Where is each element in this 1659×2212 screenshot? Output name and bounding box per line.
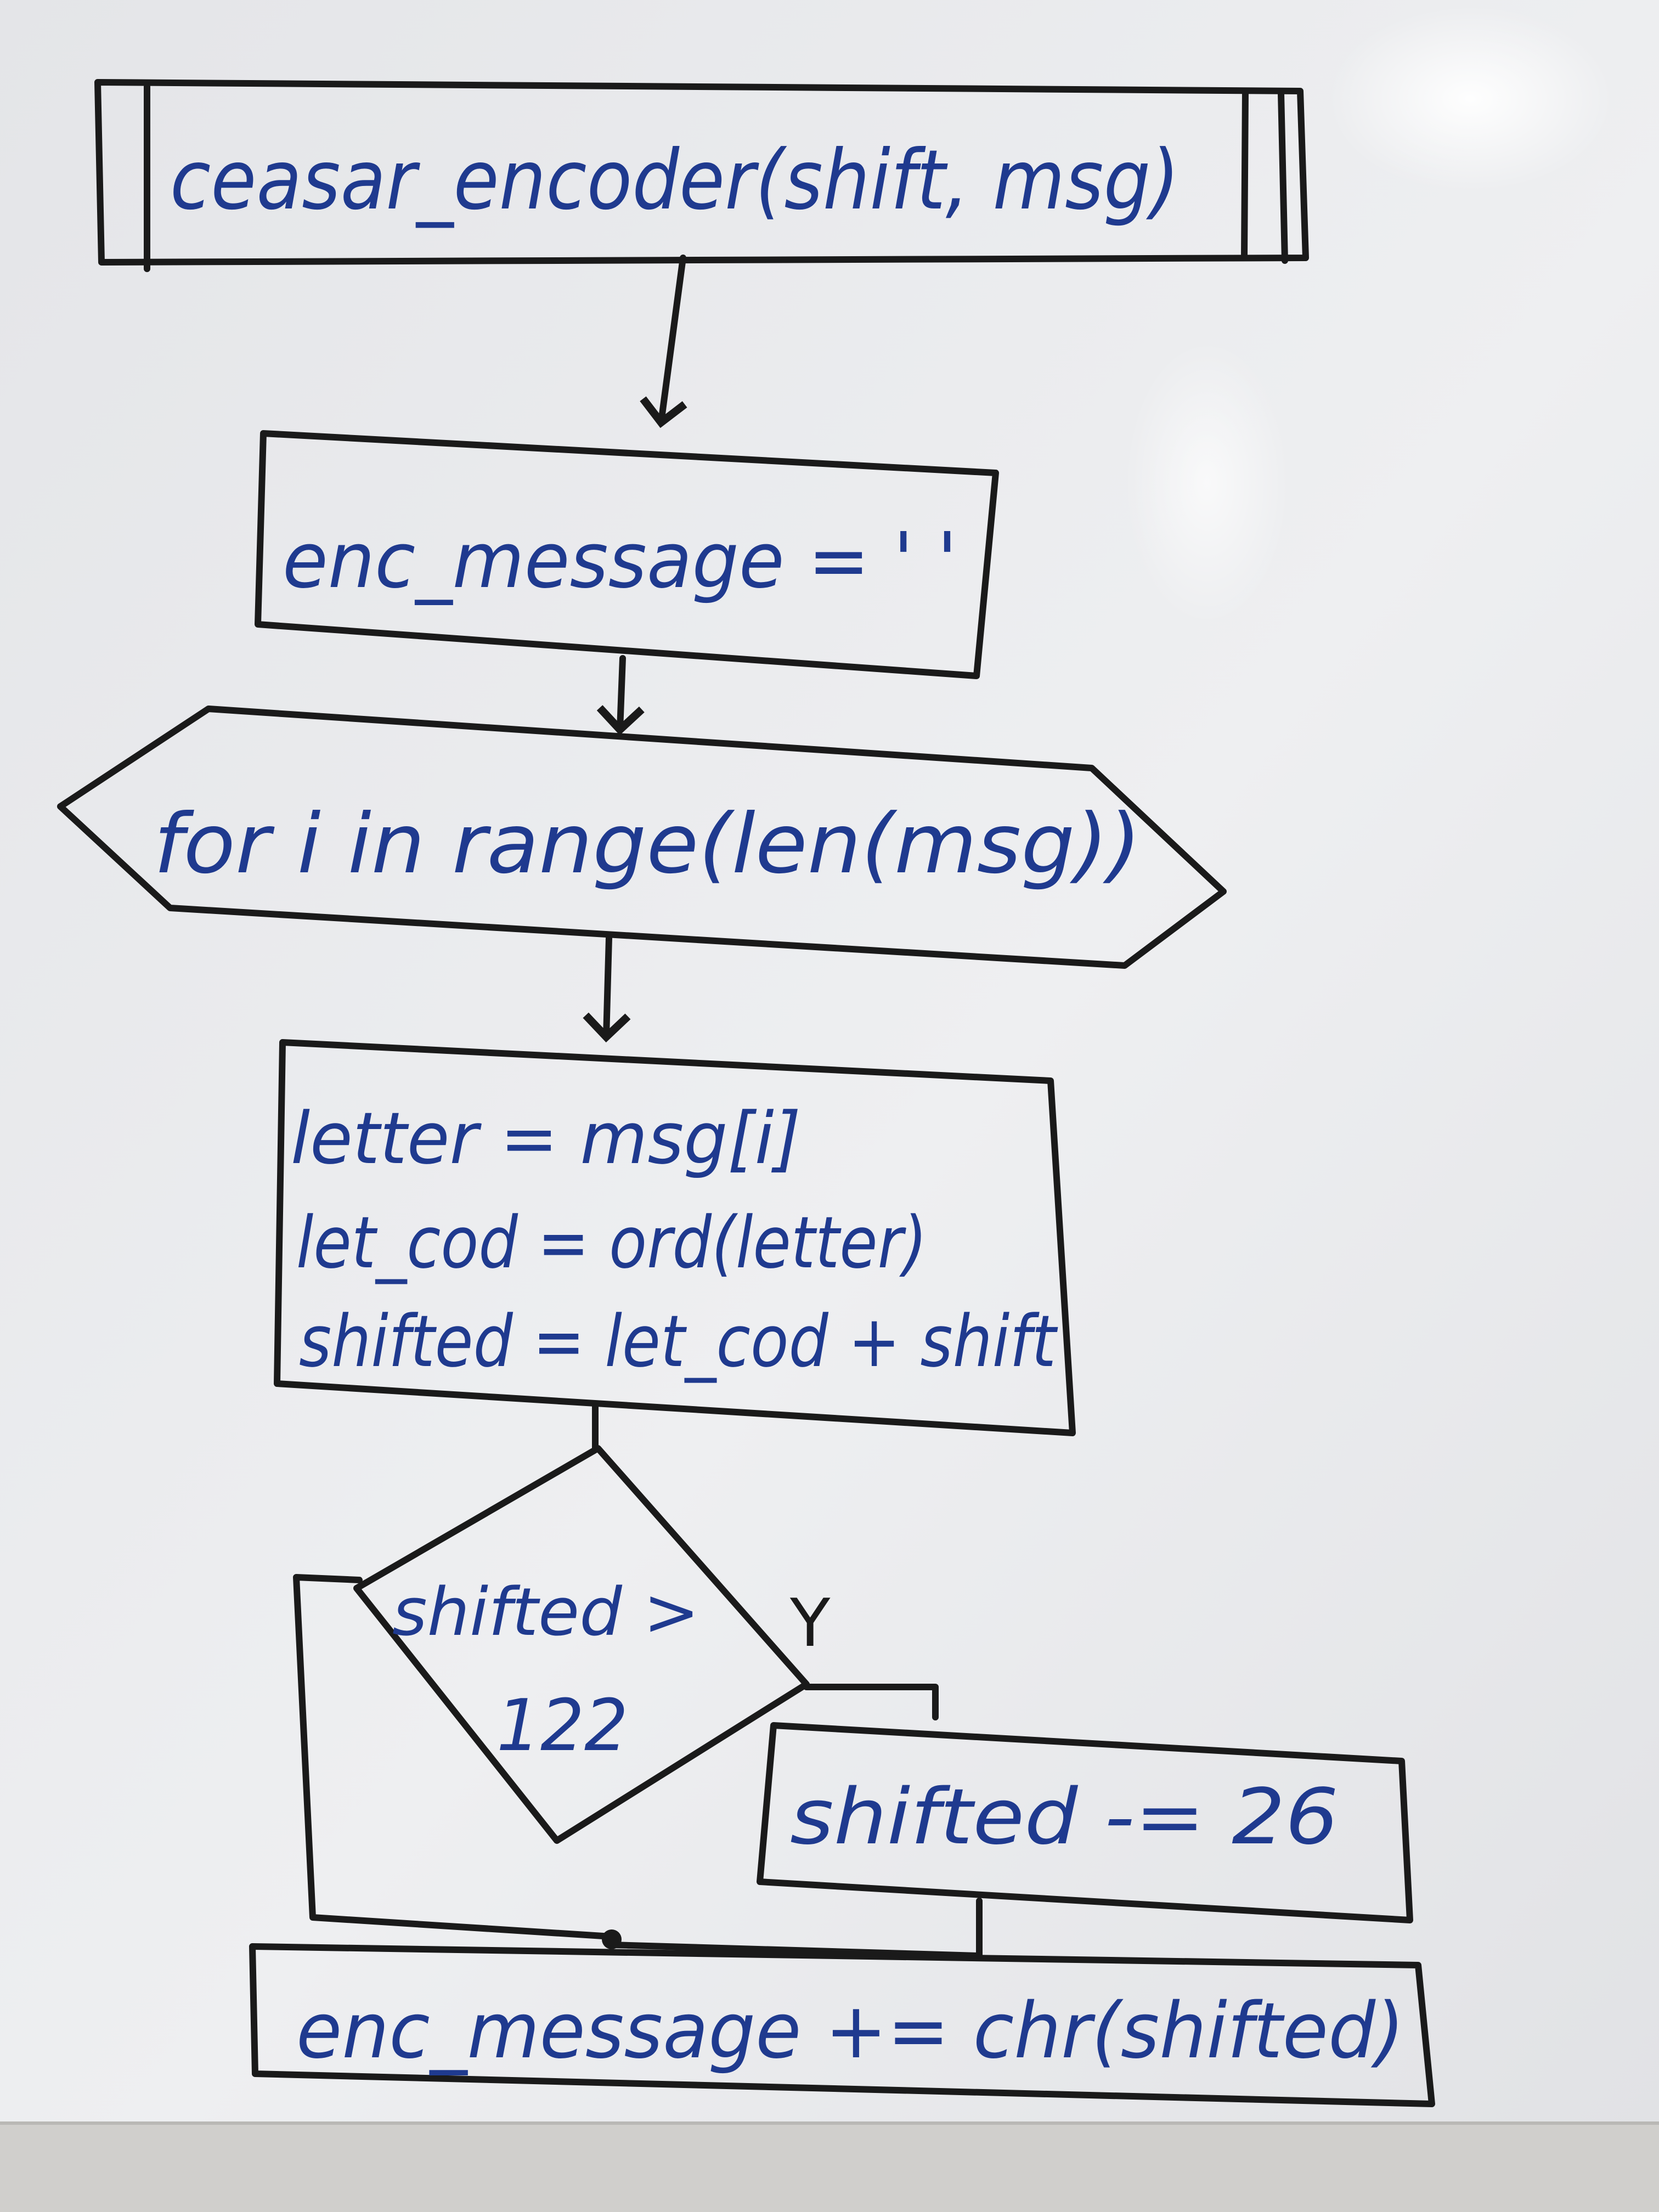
body-line-2: let_cod = ord(letter) xyxy=(296,1201,927,1284)
decision-line-1: shifted > xyxy=(392,1575,699,1651)
function-header-box: ceasar_encoder(shift, msg) xyxy=(94,79,1309,272)
board-surface xyxy=(0,0,1659,2123)
body-box: letter = msg[i] let_cod = ord(letter) sh… xyxy=(274,1039,1076,1436)
yes-label: Y xyxy=(789,1585,831,1662)
loop-text: for i in range(len(msg)) xyxy=(154,797,1141,892)
glare xyxy=(1125,340,1289,625)
glare xyxy=(1328,5,1613,192)
decision-diamond: shifted > 122 xyxy=(353,1445,810,1844)
marker-tray xyxy=(0,2123,1659,2212)
yes-step-box: shifted -= 26 xyxy=(757,1722,1413,1923)
decision-line-2: 122 xyxy=(496,1684,628,1767)
init-text: enc_message = ' ' xyxy=(283,516,957,606)
merge-dot xyxy=(602,1929,622,1949)
final-box: enc_message += chr(shifted) xyxy=(249,1943,1435,2107)
yes-branch-line xyxy=(803,1684,939,1720)
body-line-1: letter = msg[i] xyxy=(291,1097,801,1180)
final-text: enc_message += chr(shifted) xyxy=(296,1987,1404,2076)
init-box: enc_message = ' ' xyxy=(255,430,999,679)
arrow-2 xyxy=(596,655,645,736)
yes-step-text: shifted -= 26 xyxy=(790,1773,1339,1862)
arrow-3 xyxy=(583,935,631,1043)
body-line-3: shifted = let_cod + shift xyxy=(299,1300,1058,1383)
loop-hexagon: for i in range(len(msg)) xyxy=(57,706,1227,969)
no-branch-line xyxy=(293,1574,615,1940)
function-header-text: ceasar_encoder(shift, msg) xyxy=(170,133,1180,228)
arrow-1 xyxy=(640,255,687,428)
